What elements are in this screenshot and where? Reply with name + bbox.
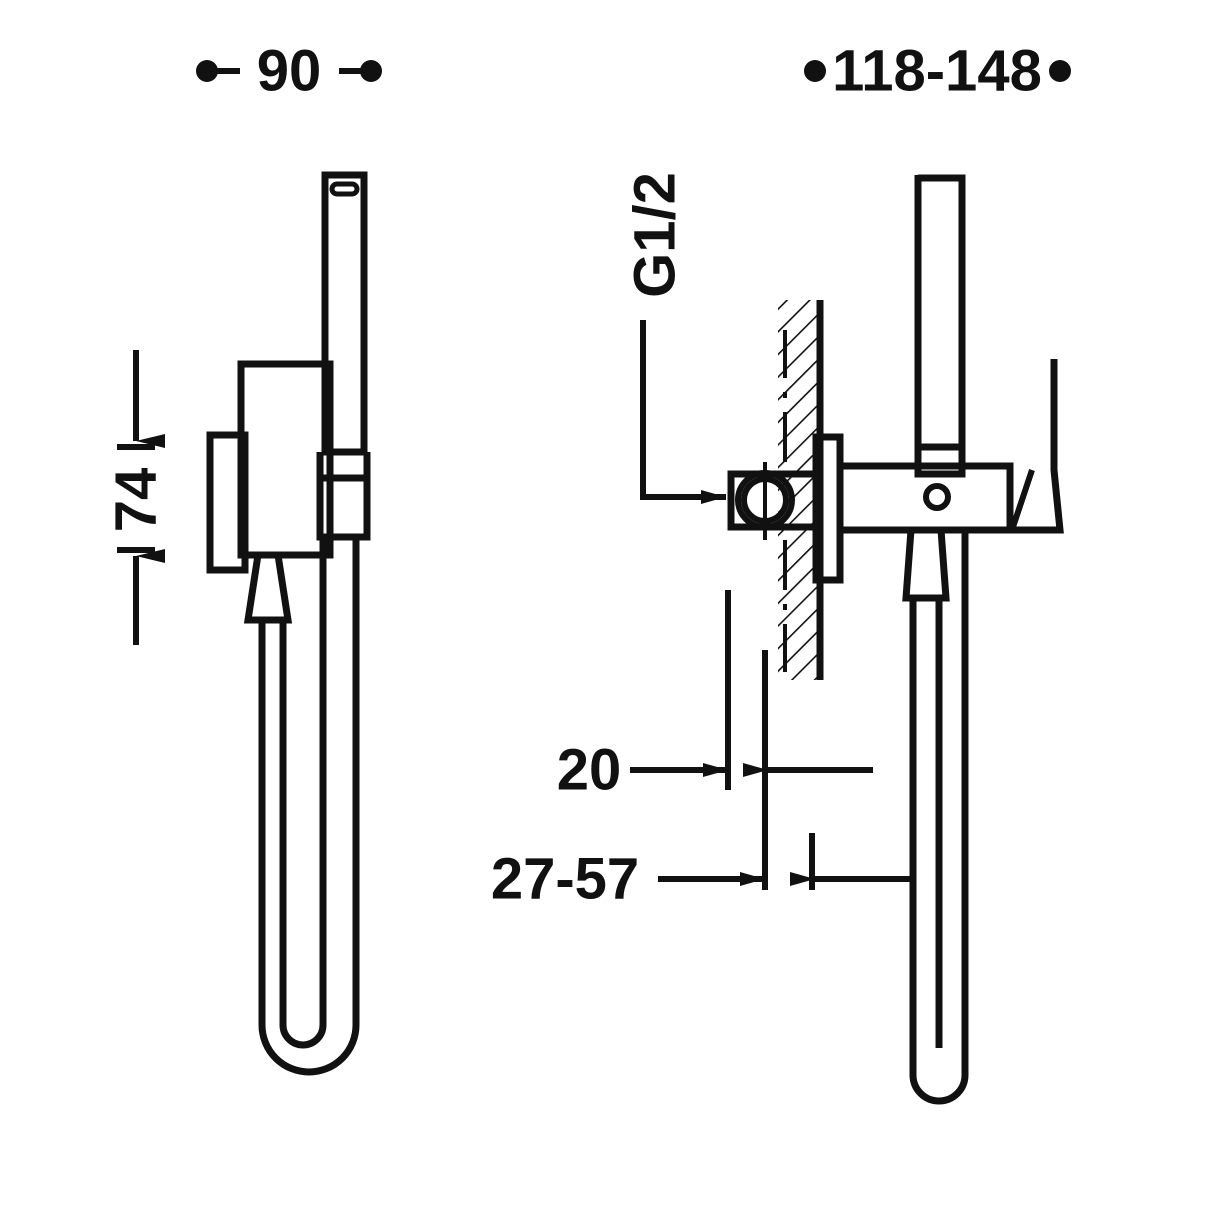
side-view-shower-wand [914, 174, 966, 478]
front-view-valve-body [237, 360, 334, 559]
side-view-hose-outer [909, 530, 969, 1105]
side-view [727, 174, 1064, 1105]
dimension-20: 20 [557, 590, 873, 830]
side-view-lever-handle [1009, 359, 1064, 534]
dim-27-57-label: 27-57 [491, 847, 639, 912]
dim-20-label: 20 [557, 738, 622, 803]
dim-118-148-left-dot [804, 60, 826, 82]
dim-74-label: 74 [104, 468, 169, 533]
body-hole [923, 483, 951, 511]
dim-90-label: 90 [257, 39, 322, 104]
dimension-90: 90 [196, 39, 382, 104]
dim-118-148-label: 118-148 [832, 39, 1042, 104]
front-view-wand-holder [316, 452, 371, 541]
front-view-escutcheon [206, 431, 249, 574]
dimension-118-148: 118-148 [804, 39, 1071, 104]
dimension-27-57: 27-57 [491, 830, 915, 912]
g12-leader-line [640, 320, 726, 504]
front-view-hose-outer [258, 537, 360, 1076]
front-view-hose-inner [279, 537, 327, 1049]
side-view-outlet-spigot [902, 529, 950, 602]
front-view [206, 171, 371, 1076]
dim-118-148-right-dot [1049, 60, 1071, 82]
side-view-escutcheon [812, 433, 844, 584]
front-view-outlet-spigot [243, 554, 293, 624]
g12-label: G1/2 [623, 172, 688, 298]
dimension-74: 74 [104, 350, 169, 645]
side-view-inlet-connector [727, 462, 820, 540]
callout-g12: G1/2 [623, 172, 726, 504]
